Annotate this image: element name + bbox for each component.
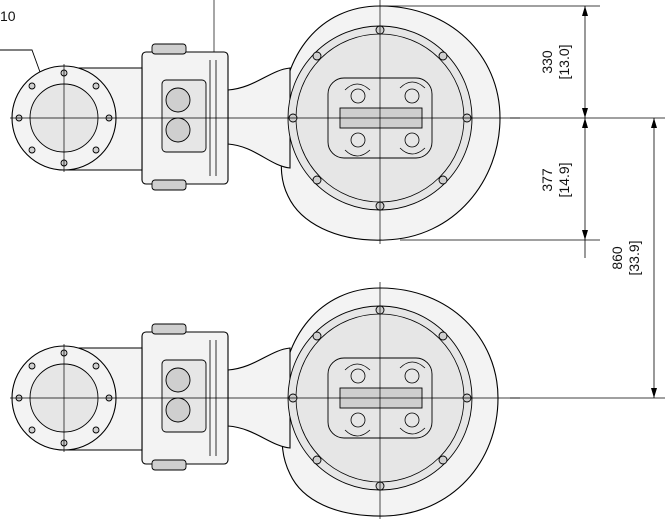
- dimension-lines: [380, 5, 665, 399]
- callout-label: 10: [0, 8, 16, 24]
- motor-1-bottom: [165, 367, 191, 393]
- dim-330-mm: 330: [539, 50, 555, 74]
- motor-2-top: [165, 117, 191, 143]
- dim-377-mm: 377: [539, 168, 555, 192]
- shoulder-tab-bottom-view-bottom: [151, 459, 187, 471]
- motor-1-top: [165, 87, 191, 113]
- dim-860-mm: 860: [609, 246, 625, 270]
- dim-860-inch: [33.9]: [626, 240, 642, 275]
- shoulder-tab-bottom-view-top: [151, 323, 187, 335]
- motor-2-bottom: [165, 397, 191, 423]
- callout-leader: [0, 49, 41, 73]
- dim-330-inch: [13.0]: [556, 44, 572, 79]
- shoulder-tab-top: [151, 43, 187, 55]
- shoulder-tab-bottom-top: [151, 179, 187, 191]
- flange-bolts-bottom: [15, 349, 113, 447]
- flange-bolts-top: [15, 69, 113, 167]
- dim-377-inch: [14.9]: [556, 162, 572, 197]
- robot-view-top: [10, 0, 520, 244]
- robot-view-bottom: [10, 282, 520, 519]
